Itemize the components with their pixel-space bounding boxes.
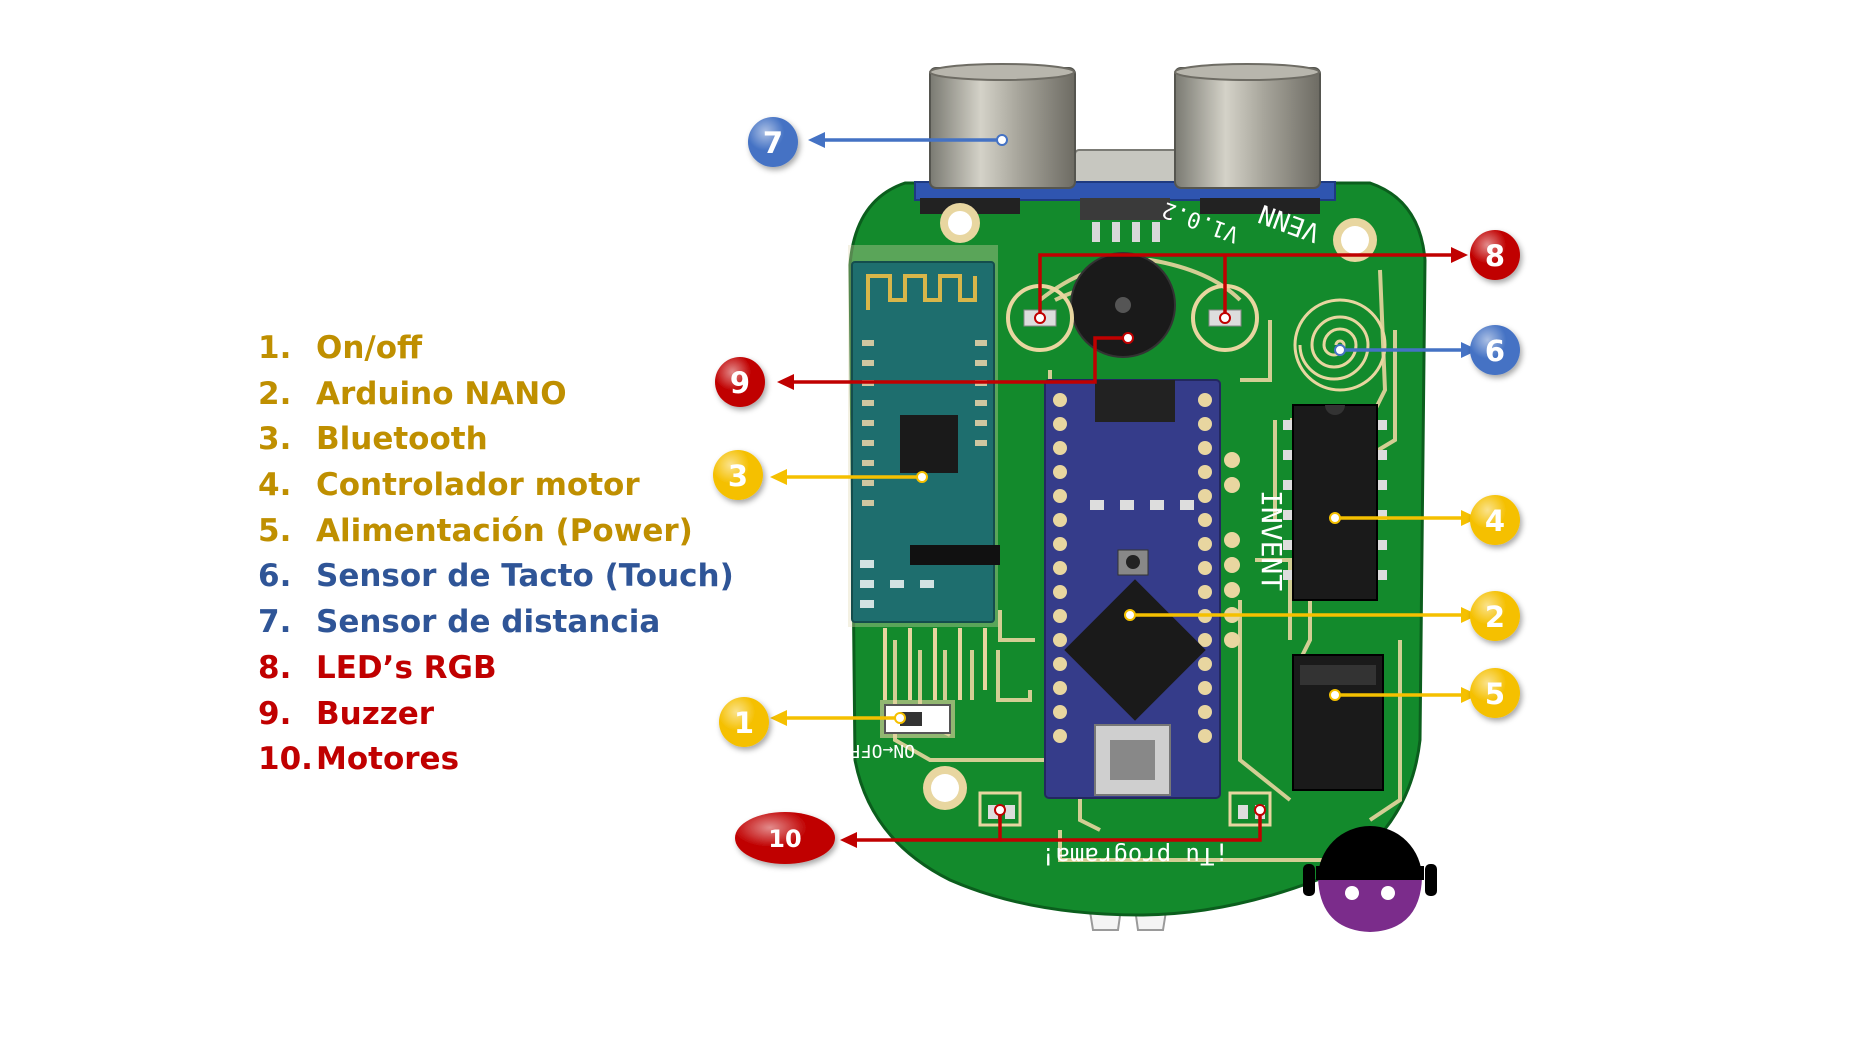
svg-text:2: 2: [1485, 600, 1505, 634]
callout-badge-3: 3: [713, 450, 763, 500]
callout-badge-5: 5: [1470, 668, 1520, 718]
svg-text:9: 9: [730, 366, 750, 400]
callout-badge-2: 2: [1470, 591, 1520, 641]
svg-text:3: 3: [728, 459, 748, 493]
svg-text:6: 6: [1485, 334, 1505, 368]
svg-text:7: 7: [763, 126, 783, 160]
callout-badge-1: 1: [719, 697, 769, 747]
arduino-nano: [1045, 380, 1220, 798]
callout-badge-7: 7: [748, 117, 798, 167]
silk-switch-text: ON←OFF: [850, 740, 915, 761]
svg-text:8: 8: [1485, 239, 1505, 273]
silk-bottom-text: ¡Tu programa!: [1041, 842, 1229, 870]
callout-badge-8: 8: [1470, 230, 1520, 280]
callout-badge-9: 9: [715, 357, 765, 407]
svg-text:10: 10: [768, 825, 801, 853]
svg-text:5: 5: [1485, 677, 1505, 711]
buzzer: [1071, 253, 1175, 357]
callout-badge-6: 6: [1470, 325, 1520, 375]
motor-driver-ic: [1283, 405, 1387, 600]
callout-badge-4: 4: [1470, 495, 1520, 545]
svg-text:4: 4: [1485, 504, 1505, 538]
callout-badge-10: 10: [735, 812, 835, 864]
power-jack: [1293, 655, 1383, 790]
svg-text:1: 1: [734, 706, 754, 740]
